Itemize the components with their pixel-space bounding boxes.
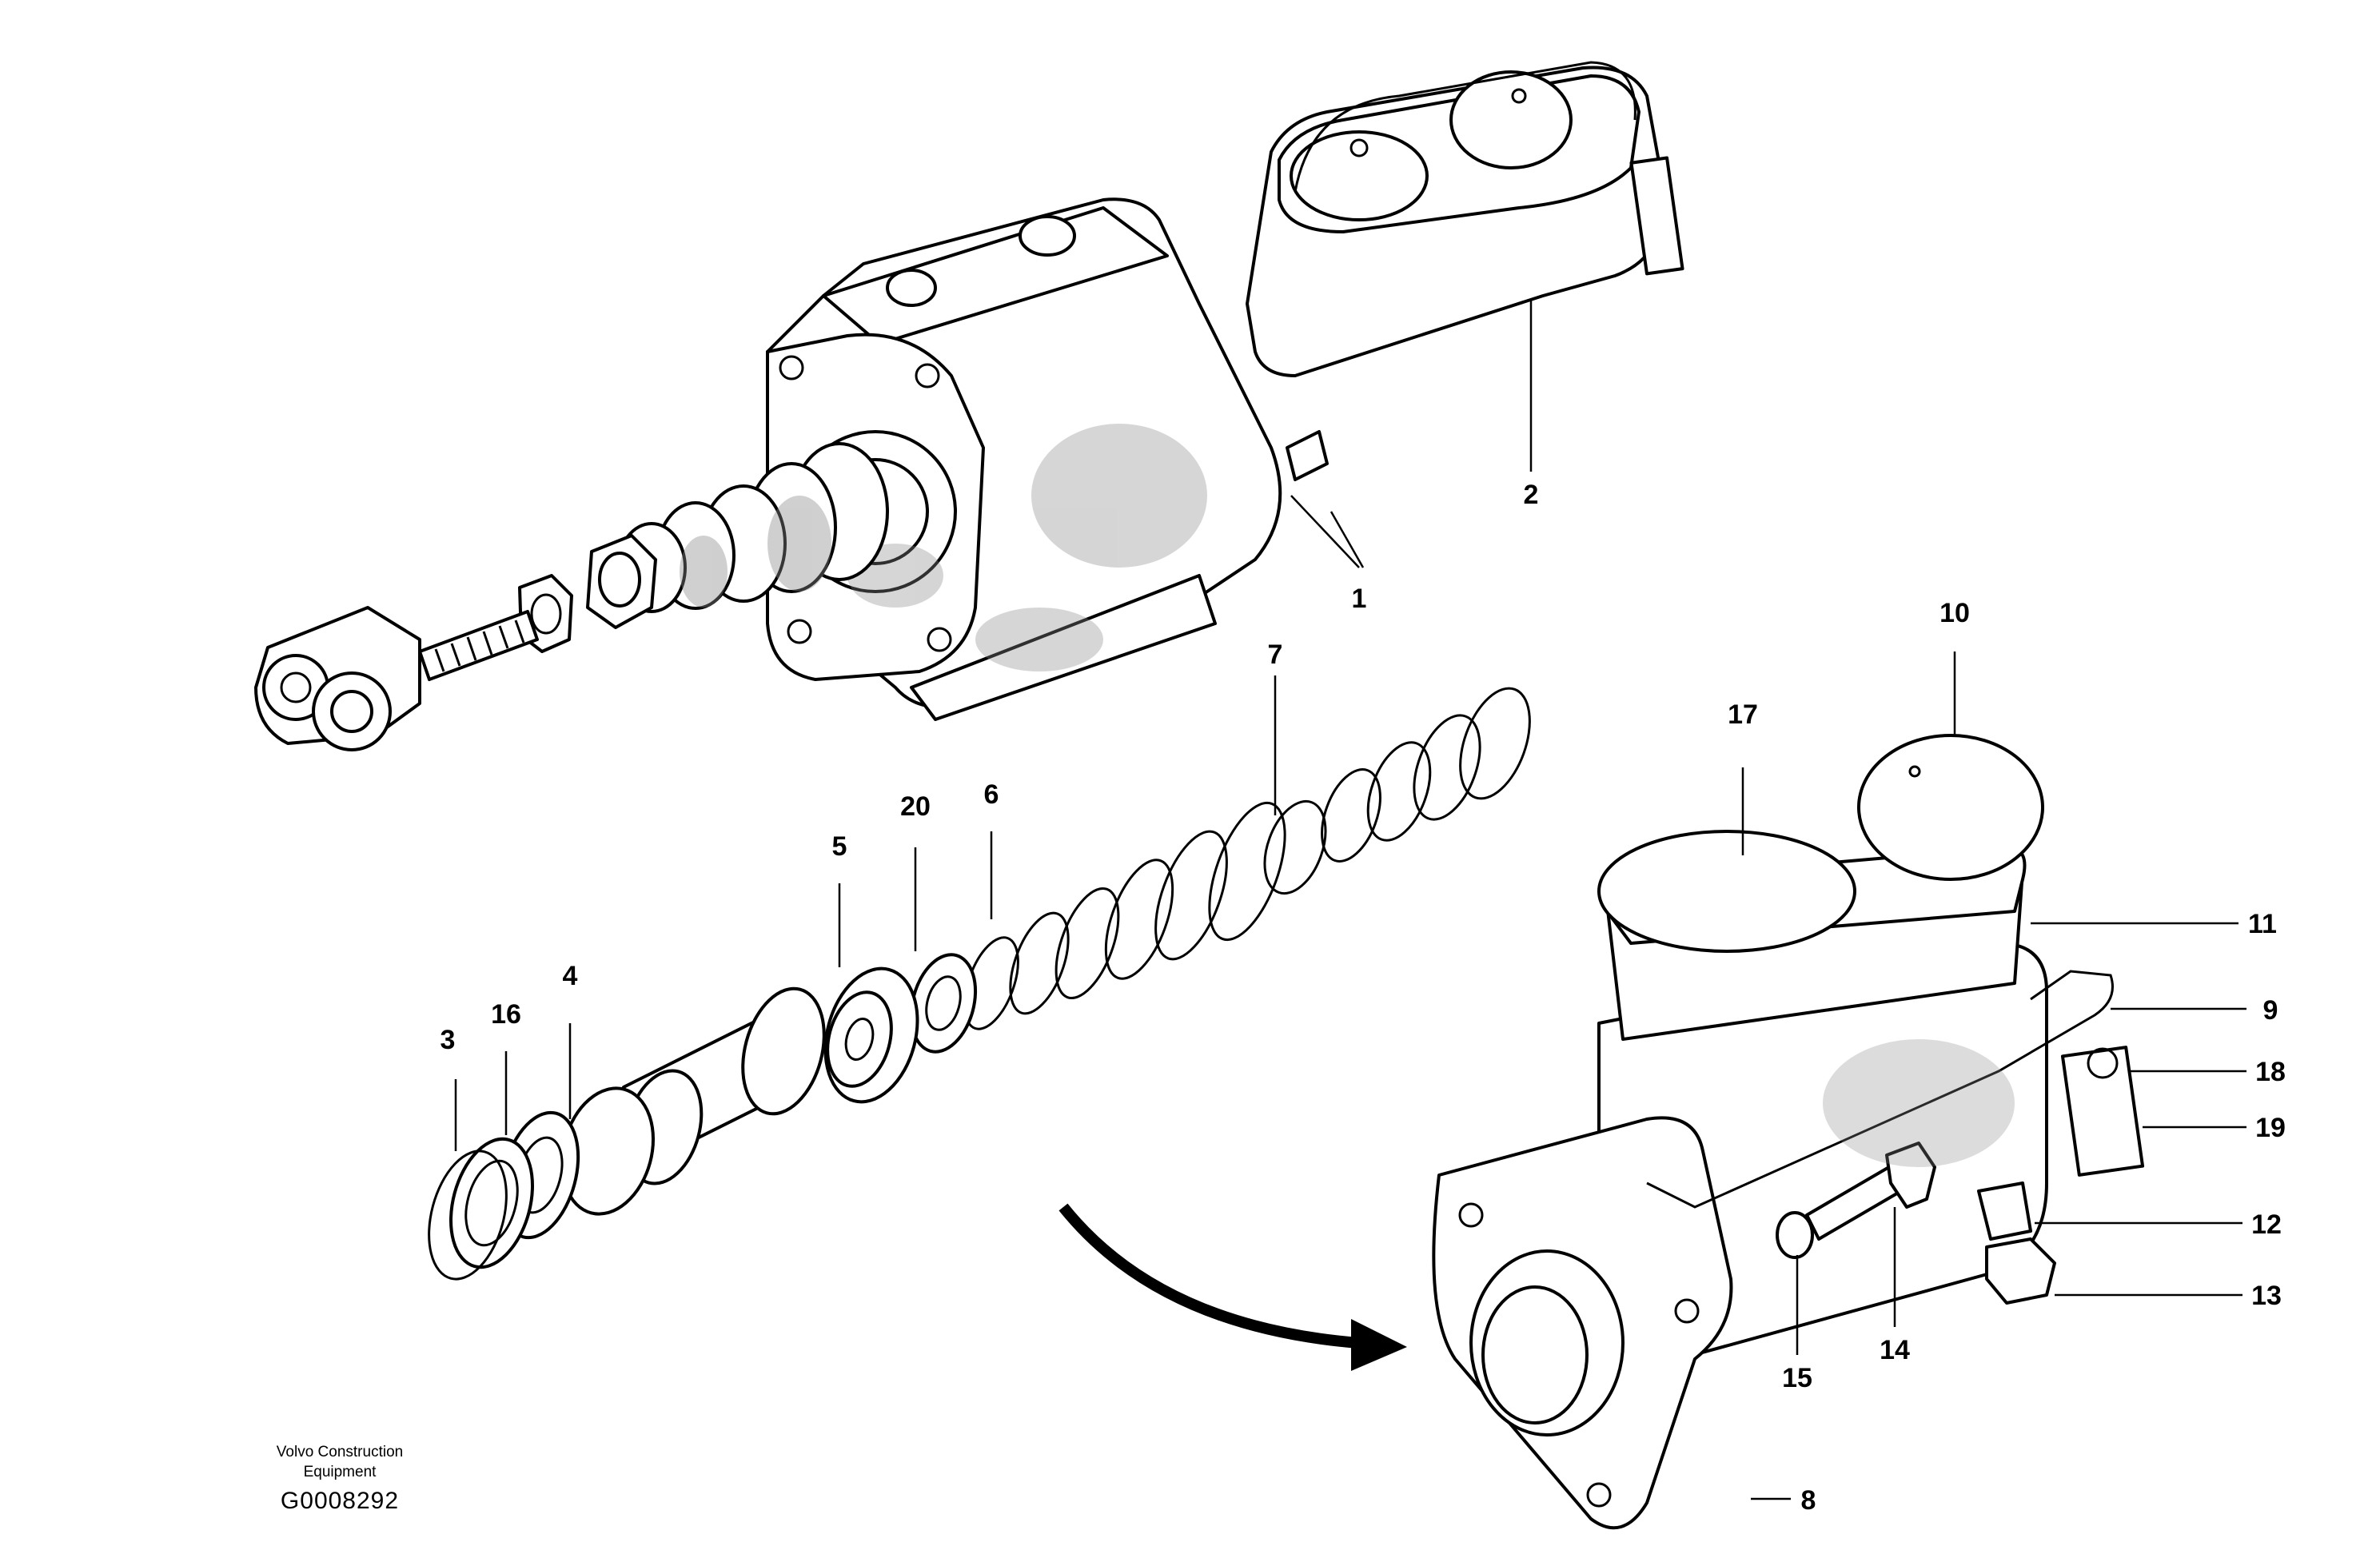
callout-14: 14 bbox=[1880, 1335, 1910, 1365]
cap-right bbox=[1857, 734, 2044, 881]
callout-3: 3 bbox=[441, 1025, 456, 1055]
internals bbox=[428, 687, 1531, 1281]
callout-6: 6 bbox=[984, 779, 999, 810]
footer: Volvo Construction Equipment G0008292 bbox=[277, 1444, 403, 1514]
bleed-fitting bbox=[1977, 1181, 2056, 1305]
lower-assembly bbox=[1432, 734, 2145, 1530]
bolt bbox=[1805, 1142, 1936, 1241]
rod-nut bbox=[586, 534, 657, 629]
footer-company-line1: Volvo Construction bbox=[277, 1444, 403, 1460]
callout-8: 8 bbox=[1801, 1485, 1816, 1516]
callout-19: 19 bbox=[2255, 1113, 2286, 1143]
circlip bbox=[428, 1150, 508, 1281]
piston bbox=[560, 986, 826, 1216]
callout-20: 20 bbox=[900, 791, 931, 822]
reservoir bbox=[1246, 61, 1684, 377]
cap-left bbox=[1597, 830, 1856, 953]
callout-5: 5 bbox=[832, 831, 847, 862]
leader-1 bbox=[1290, 495, 1365, 568]
callout-15: 15 bbox=[1782, 1363, 1812, 1393]
leaders bbox=[454, 651, 2246, 1500]
callout-labels: 1 2 3 4 5 6 7 8 9 10 11 12 13 14 15 16 1… bbox=[441, 480, 2286, 1516]
footer-drawing-code: G0008292 bbox=[281, 1488, 399, 1514]
callout-17: 17 bbox=[1728, 699, 1758, 730]
return-spring bbox=[963, 687, 1531, 1030]
callout-7: 7 bbox=[1268, 640, 1283, 670]
callout-18: 18 bbox=[2255, 1057, 2286, 1087]
threaded-rod bbox=[418, 610, 539, 681]
retaining-bail bbox=[1646, 970, 2114, 1209]
callout-12: 12 bbox=[2251, 1209, 2282, 1240]
callout-11: 11 bbox=[2248, 909, 2277, 939]
callout-2: 2 bbox=[1524, 480, 1539, 510]
bail-clip bbox=[2060, 1046, 2145, 1177]
callout-10: 10 bbox=[1939, 598, 1970, 628]
washer bbox=[1776, 1211, 1814, 1259]
footer-company-line2: Equipment bbox=[304, 1464, 377, 1480]
upper-assembly bbox=[254, 61, 1684, 751]
stop-washer bbox=[449, 1137, 534, 1269]
callout-1: 1 bbox=[1352, 584, 1367, 614]
cup-seal bbox=[823, 966, 919, 1104]
callout-4: 4 bbox=[563, 961, 578, 991]
direction-arrow bbox=[1058, 1203, 1407, 1371]
callout-9: 9 bbox=[2263, 995, 2278, 1026]
callout-13: 13 bbox=[2251, 1281, 2282, 1311]
clevis bbox=[254, 606, 421, 751]
callout-16: 16 bbox=[491, 999, 521, 1030]
